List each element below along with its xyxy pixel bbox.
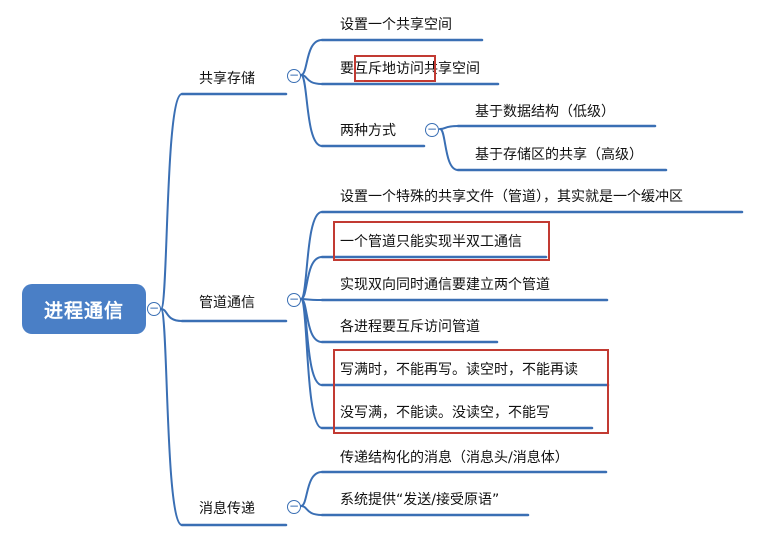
leaf-primitives[interactable]: 系统提供“发送/接受原语” — [340, 492, 500, 508]
message-collapse-icon[interactable]: − — [287, 499, 301, 514]
leaf-half-duplex[interactable]: 一个管道只能实现半双工通信 — [340, 234, 522, 250]
branch-message[interactable]: 消息传递 — [199, 501, 255, 517]
leaf-connector — [300, 39, 323, 76]
root-collapse-icon[interactable]: − — [147, 301, 161, 316]
branch-shared-storage[interactable]: 共享存储 — [199, 71, 255, 87]
two-methods-collapse-icon[interactable]: − — [425, 122, 439, 137]
leaf-connector — [300, 298, 323, 429]
leaf-two-pipes[interactable]: 实现双向同时通信要建立两个管道 — [340, 277, 550, 293]
leaf-connector — [300, 74, 323, 147]
leaf-connector — [300, 256, 323, 300]
leaf-mutex-pipe[interactable]: 各进程要互斥访问管道 — [340, 319, 480, 335]
branch-connector — [160, 308, 183, 526]
root-node[interactable]: 进程通信 — [22, 284, 146, 334]
leaf-pipe-file[interactable]: 设置一个特殊的共享文件（管道），其实就是一个缓冲区 — [340, 189, 683, 205]
leaf-connector — [439, 125, 459, 130]
leaf-connector — [439, 128, 459, 171]
leaf-full-empty-2[interactable]: 没写满，不能读。没读空，不能写 — [340, 405, 550, 421]
branch-connector — [160, 93, 183, 310]
leaf-connector — [300, 505, 323, 516]
leaf-structured-message[interactable]: 传递结构化的消息（消息头/消息体） — [340, 450, 569, 466]
branch-connector — [160, 308, 183, 322]
branch-pipe[interactable]: 管道通信 — [199, 295, 255, 311]
leaf-full-empty-1[interactable]: 写满时，不能再写。读空时，不能再读 — [340, 362, 578, 378]
shared-storage-collapse-icon[interactable]: − — [287, 68, 301, 83]
leaf-shared-space[interactable]: 设置一个共享空间 — [340, 17, 452, 33]
leaf-connector — [300, 471, 323, 507]
leaf-connector — [300, 211, 323, 300]
leaf-storage-area[interactable]: 基于存储区的共享（高级） — [475, 147, 643, 163]
leaf-data-structure[interactable]: 基于数据结构（低级） — [475, 104, 615, 120]
root-label: 进程通信 — [43, 299, 124, 322]
leaf-mutex-access[interactable]: 要互斥地访问共享空间 — [340, 61, 480, 77]
pipe-collapse-icon[interactable]: − — [287, 292, 301, 307]
node-two-methods[interactable]: 两种方式 — [340, 123, 396, 139]
leaf-connector — [300, 298, 323, 301]
